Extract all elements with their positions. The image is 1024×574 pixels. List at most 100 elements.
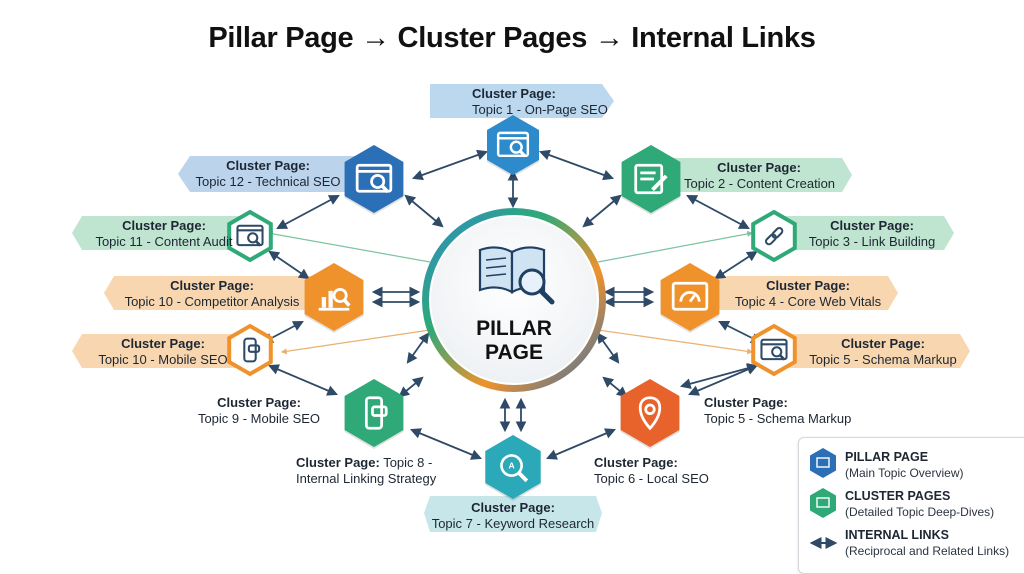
diagram-title: Pillar Page → Cluster Pages → Internal L… [208,22,816,54]
banner-t12 [178,156,356,192]
cluster-topic: Topic 1 - On-Page SEO [472,102,608,117]
document-edit-icon [634,163,668,195]
cluster-node-t1[interactable] [487,115,539,177]
cluster-node-t7[interactable]: A [485,435,541,501]
banner-t11 [72,216,246,250]
schema-icon [760,338,788,361]
internal-links [262,149,762,460]
cluster-topic-part: Topic 8 - [383,455,433,470]
cluster-topic: Topic 11 - Content Audit [95,234,233,249]
cluster-topic: Topic 4 - Core Web Vitals [734,294,882,309]
cluster-node-t9[interactable] [344,379,404,449]
cluster-topic: Topic 2 - Content Creation [684,176,836,191]
cluster-topic: Internal Linking Strategy [296,471,437,486]
pillar-node[interactable]: PILLAR PAGE [422,208,606,392]
cluster-heading: Cluster Page: [121,336,205,351]
cluster-heading: Cluster Page: [704,395,788,410]
pillar-line1: PILLAR [476,317,552,340]
cluster-topic: Topic 10 - Mobile SEO [98,352,228,367]
svg-text:A: A [508,460,514,470]
chart-search-icon [318,287,351,311]
internal-link-arrow [268,250,310,280]
cluster-heading: Cluster Page: [471,500,555,515]
legend-cluster-icon [810,488,836,518]
cluster-heading: Cluster Page: [170,278,254,293]
cluster-node-t2[interactable] [621,145,681,215]
audit-icon [236,224,264,247]
cluster-topic: Topic 7 - Keyword Research [431,516,595,531]
cluster-node-t10b[interactable] [304,263,364,333]
legend-cluster-title: CLUSTER PAGES [845,489,951,503]
cluster-label-t7: Cluster Page: Topic 7 - Keyword Research [430,500,596,532]
cluster-node-t10a[interactable] [227,323,273,377]
internal-link-arrow [411,149,489,181]
cluster-label-t12: Cluster Page: Topic 12 - Technical SEO [188,158,348,190]
cluster-node-t11[interactable] [227,209,273,263]
cluster-heading: Cluster Page: [122,218,206,233]
cluster-label-t10a: Cluster Page: Topic 10 - Mobile SEO [88,336,238,368]
cluster-label-t9: Cluster Page: Topic 9 - Mobile SEO [194,395,324,427]
cluster-heading: Cluster Page: [217,395,301,410]
internal-link-arrow [602,376,628,398]
map-pin-icon [638,396,662,431]
cluster-heading: Cluster Page: [594,455,678,470]
internal-link-arrow [546,428,616,460]
legend-cluster-subtitle: (Detailed Topic Deep-Dives) [845,505,995,519]
banner-t10b [104,276,318,310]
cluster-node-t3[interactable] [751,209,797,263]
legend: PILLAR PAGE (Main Topic Overview) CLUSTE… [798,437,1024,574]
cluster-label-t8: Cluster Page: Topic 8 - Internal Linking… [296,455,436,487]
cluster-heading: Cluster Page: [841,336,925,351]
internal-link-arrow [410,428,482,460]
cluster-node-t4[interactable] [660,263,720,333]
internal-link-arrow [276,194,340,230]
cluster-node-t6[interactable] [620,379,680,449]
cluster-heading: Cluster Page: [472,86,556,101]
cluster-topic: Topic 12 - Technical SEO [195,174,341,189]
banner-t5a [778,334,970,368]
banner-t3 [778,216,954,250]
internal-link-arrow [714,250,758,280]
cluster-node-t5a[interactable] [751,323,797,377]
cluster-heading: Cluster Page: [717,160,801,175]
internal-link-arrow [582,194,622,228]
cluster-label-t5a: Cluster Page: Topic 5 - Schema Markup [804,336,962,368]
cluster-heading: Cluster Page: [830,218,914,233]
internal-link-arrow [538,149,615,181]
internal-link-arrow [686,194,750,230]
browser-chart-icon [355,163,393,194]
cluster-label-t2: Cluster Page: Topic 2 - Content Creation [684,160,836,192]
banner-t7 [424,496,602,532]
cluster-topic: Topic 5 - Schema Markup [704,411,852,426]
cluster-node-t12[interactable] [344,145,404,215]
cluster-label-t1: Cluster Page: Topic 1 - On-Page SEO [472,86,608,118]
cluster-heading: Cluster Page: [226,158,310,173]
cluster-topic: Topic 10 - Competitor Analysis [124,294,300,309]
chain-link-icon [765,227,784,246]
cluster-topic: Topic 5 - Schema Markup [809,352,957,367]
cluster-label-t4: Cluster Page: Topic 4 - Core Web Vitals [730,278,886,310]
book-magnifier-icon [478,246,555,305]
legend-pillar-subtitle: (Main Topic Overview) [845,466,964,480]
legend-links-subtitle: (Reciprocal and Related Links) [845,544,1010,558]
legend-pillar-title: PILLAR PAGE [845,450,929,464]
smartwatch-icon [243,337,261,363]
cluster-heading: Cluster Page: [296,455,380,470]
legend-links-title: INTERNAL LINKS [845,528,949,542]
mobile-chat-icon [364,396,388,430]
banner-t10a [72,334,246,368]
cluster-topic: Topic 6 - Local SEO [594,471,709,486]
internal-link-arrow [679,363,759,389]
browser-search-icon [496,131,530,158]
keyword-search-icon: A [500,454,529,483]
banner-t1 [430,84,614,118]
cluster-nodes: A [227,115,797,501]
cluster-label-t11: Cluster Page: Topic 11 - Content Audit [84,218,244,250]
internal-link-arrow [688,364,758,396]
cluster-topic: Topic 3 - Link Building [808,234,936,249]
cluster-heading: Cluster Page: [766,278,850,293]
cluster-label-t6: Cluster Page: Topic 6 - Local SEO [594,455,709,487]
cluster-label-t3: Cluster Page: Topic 3 - Link Building [804,218,940,250]
